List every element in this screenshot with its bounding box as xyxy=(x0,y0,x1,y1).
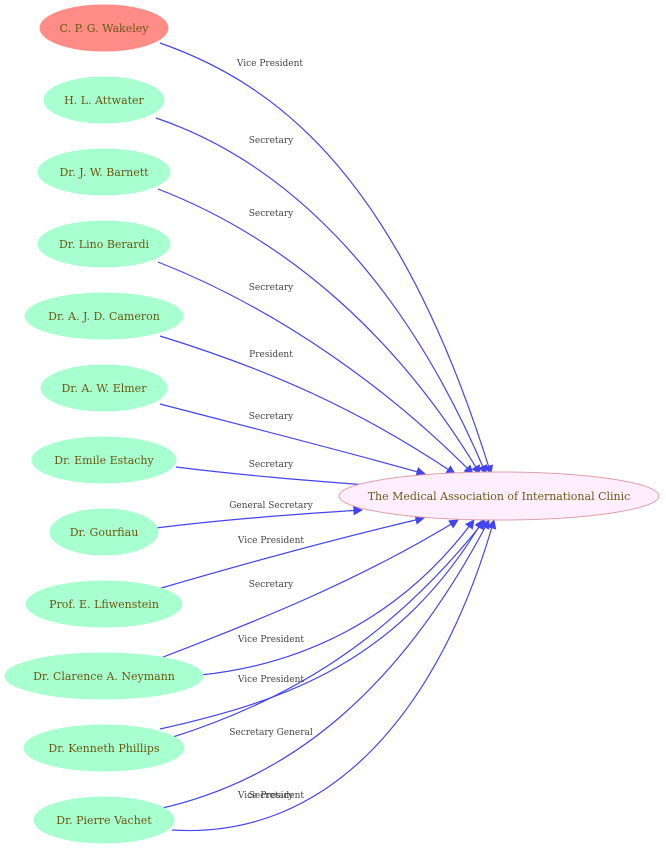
edge-7 xyxy=(155,505,363,529)
person-node-9-shape xyxy=(4,652,204,700)
person-node-3[interactable]: Dr. Lino Berardi xyxy=(37,220,171,268)
edge-extra-2 xyxy=(159,519,484,730)
person-node-3-label: Dr. Lino Berardi xyxy=(59,238,150,251)
edge-label: Secretary xyxy=(249,136,294,146)
person-node-4[interactable]: Dr. A. J. D. Cameron xyxy=(24,292,184,340)
person-node-5-label: Dr. A. W. Elmer xyxy=(62,382,148,395)
edge-label: Secretary xyxy=(249,412,294,422)
person-node-1[interactable]: H. L. Attwater xyxy=(43,76,165,124)
person-node-11-shape xyxy=(33,796,175,844)
person-node-2-shape xyxy=(37,148,171,196)
person-node-7[interactable]: Dr. Gourfiau xyxy=(49,508,159,556)
person-node-2[interactable]: Dr. J. W. Barnett xyxy=(37,148,171,196)
edges-group xyxy=(155,42,497,832)
person-node-7-shape xyxy=(49,508,159,556)
person-node-9[interactable]: Dr. Clarence A. Neymann xyxy=(4,652,204,700)
edge-label: Vice President xyxy=(237,536,305,546)
edge-11 xyxy=(157,519,490,810)
edge-label: Vice President xyxy=(236,59,304,69)
person-node-3-shape xyxy=(37,220,171,268)
edge-10 xyxy=(169,519,486,739)
person-node-9-label: Dr. Clarence A. Neymann xyxy=(33,670,175,683)
person-node-8[interactable]: Prof. E. Lfiwenstein xyxy=(25,580,183,628)
person-node-0-shape xyxy=(39,4,169,52)
edge-label: Secretary xyxy=(249,283,294,293)
person-node-10-label: Dr. Kenneth Phillips xyxy=(48,742,160,755)
edge-label: President xyxy=(249,350,293,360)
edge-9 xyxy=(157,519,459,660)
edge-label: Secretary xyxy=(249,580,294,590)
person-node-4-shape xyxy=(24,292,184,340)
edge-8 xyxy=(157,515,425,590)
organization-node-shape xyxy=(338,471,660,521)
organization-node[interactable]: The Medical Association of International… xyxy=(338,471,660,521)
person-node-6-label: Dr. Emile Estachy xyxy=(54,454,154,467)
person-node-6-shape xyxy=(31,436,177,484)
edge-label: Secretary xyxy=(249,460,294,470)
edge-label: General Secretary xyxy=(229,501,313,511)
edge-1 xyxy=(155,117,488,475)
edge-4 xyxy=(159,335,456,475)
person-node-2-label: Dr. J. W. Barnett xyxy=(59,166,149,179)
edge-labels-group: Vice PresidentSecretarySecretarySecretar… xyxy=(229,59,313,801)
person-node-0[interactable]: C. P. G. Wakeley xyxy=(39,4,169,52)
person-node-10[interactable]: Dr. Kenneth Phillips xyxy=(23,724,185,772)
edge-0 xyxy=(159,42,494,475)
person-node-10-shape xyxy=(23,724,185,772)
edge-label: Vice President xyxy=(237,675,305,685)
person-node-6[interactable]: Dr. Emile Estachy xyxy=(31,436,177,484)
person-node-0-label: C. P. G. Wakeley xyxy=(60,22,150,35)
person-node-5-shape xyxy=(40,364,168,412)
person-node-4-label: Dr. A. J. D. Cameron xyxy=(48,310,160,323)
edge-extra-1 xyxy=(171,519,497,832)
edge-6 xyxy=(175,466,381,491)
person-node-5[interactable]: Dr. A. W. Elmer xyxy=(40,364,168,412)
person-node-8-shape xyxy=(25,580,183,628)
edge-label: Secretary xyxy=(249,209,294,219)
edge-label: Secretary General xyxy=(229,728,313,738)
person-node-7-label: Dr. Gourfiau xyxy=(70,526,139,539)
person-node-11[interactable]: Dr. Pierre Vachet xyxy=(33,796,175,844)
person-node-8-label: Prof. E. Lfiwenstein xyxy=(49,598,159,611)
person-node-1-shape xyxy=(43,76,165,124)
edge-label: Vice President xyxy=(237,635,305,645)
edge-2 xyxy=(157,188,481,475)
edge-extra-0 xyxy=(199,519,475,676)
edge-5 xyxy=(159,403,426,477)
person-node-11-label: Dr. Pierre Vachet xyxy=(56,814,152,827)
organization-node-label: The Medical Association of International… xyxy=(368,490,631,503)
edge-3 xyxy=(157,261,474,475)
edge-label: Vice President xyxy=(237,791,305,801)
edge-label: Secretary xyxy=(249,791,294,801)
person-node-1-label: H. L. Attwater xyxy=(64,94,144,107)
